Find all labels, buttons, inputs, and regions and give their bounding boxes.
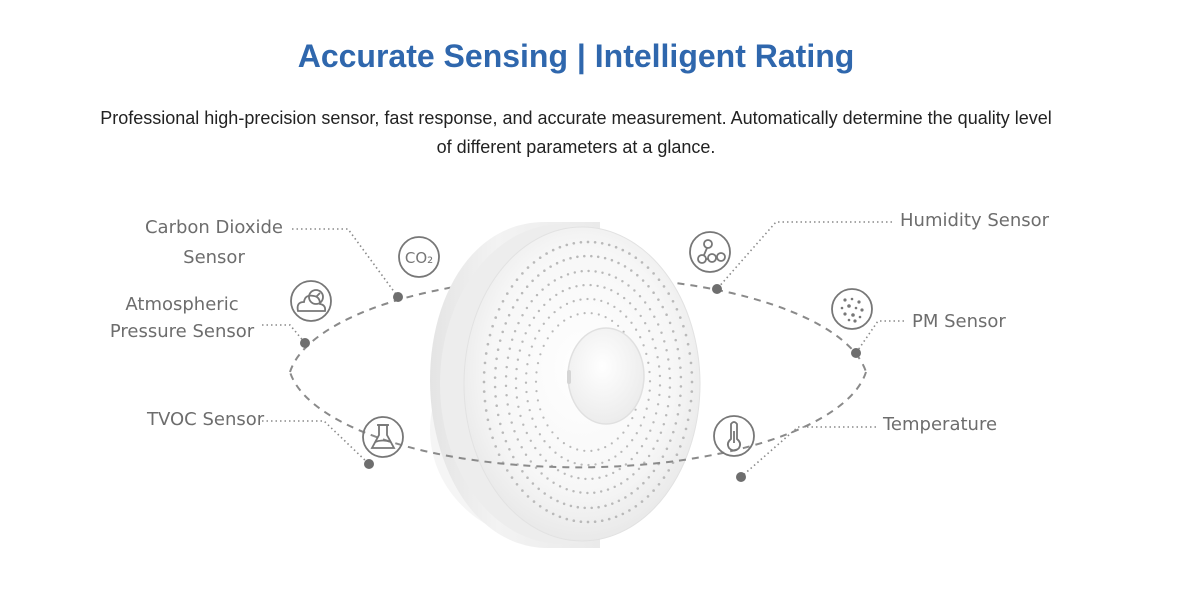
dot-humidity	[712, 284, 722, 294]
page-description: Professional high-precision sensor, fast…	[100, 108, 1052, 157]
label-tvoc-sensor: TVOC Sensor	[147, 409, 265, 430]
particles-icon	[831, 288, 873, 330]
co2-icon: CO₂	[398, 236, 440, 278]
molecule-icon	[689, 231, 731, 273]
leader-pressure	[262, 324, 306, 344]
label-humidity-sensor: Humidity Sensor	[900, 210, 1050, 231]
flask-icon	[362, 416, 404, 458]
leader-temperature	[740, 426, 876, 478]
vent-holes	[482, 240, 694, 524]
thermometer-icon	[713, 415, 755, 457]
label-pressure-sensor: Atmospheric Pressure Sensor	[109, 294, 255, 342]
page-title: Accurate Sensing | Intelligent Rating	[297, 38, 855, 74]
leader-co2	[292, 228, 399, 298]
sensor-device	[430, 222, 701, 548]
leader-humidity	[716, 221, 892, 290]
orbit-front	[289, 371, 867, 469]
cloud-pressure-icon	[290, 280, 332, 322]
dot-pressure	[300, 338, 310, 348]
dot-co2	[393, 292, 403, 302]
svg-text:CO₂: CO₂	[405, 249, 433, 267]
label-temperature: Temperature	[883, 414, 998, 435]
label-pm-sensor: PM Sensor	[912, 311, 1006, 332]
label-co2-sensor: Carbon Dioxide Sensor	[144, 217, 284, 268]
dot-tvoc	[364, 459, 374, 469]
dot-temperature	[736, 472, 746, 482]
dot-pm	[851, 348, 861, 358]
center-button	[567, 327, 645, 425]
